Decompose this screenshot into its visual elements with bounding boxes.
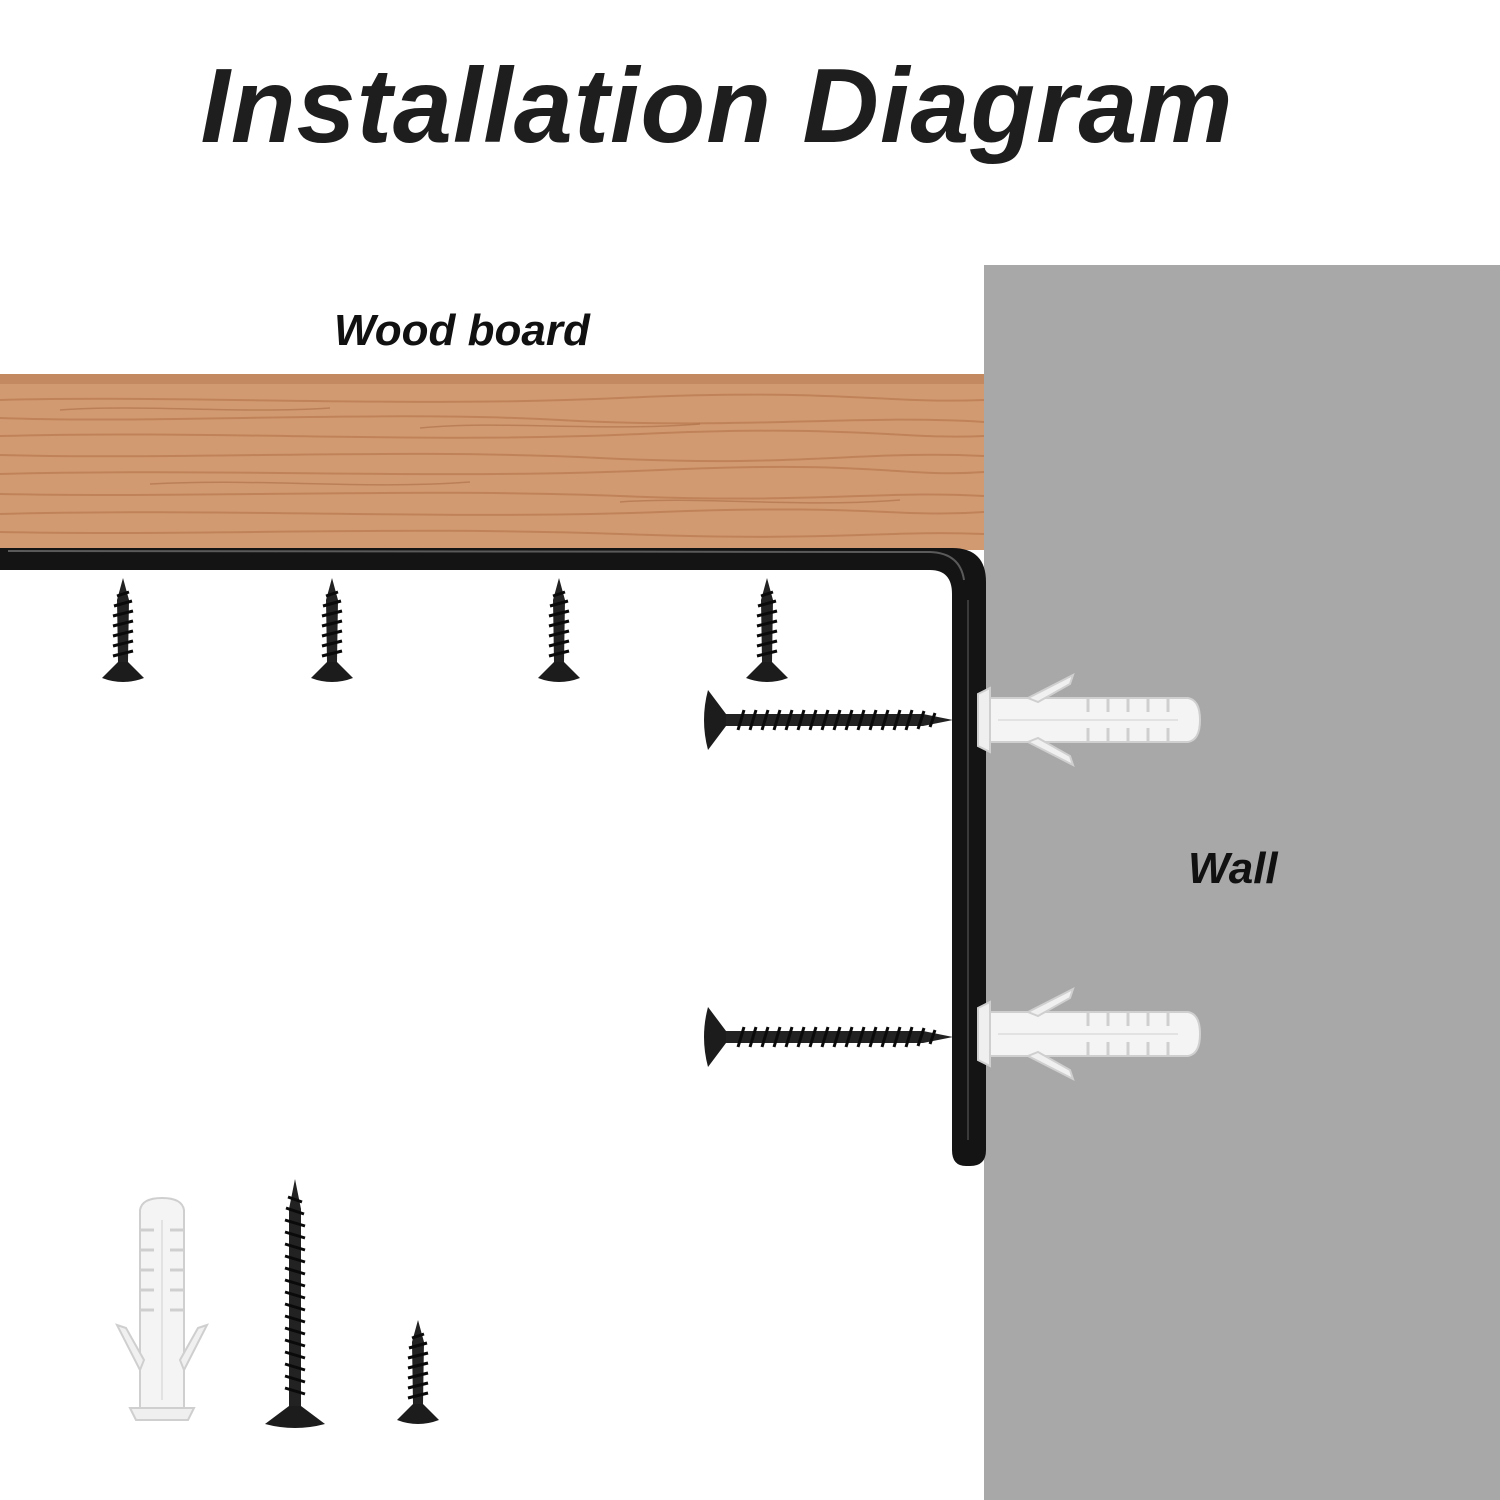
wall-screws [702,688,955,1069]
diagram-title: Installation Diagram [200,47,1234,165]
spare-parts [115,1177,441,1430]
l-bracket [0,548,986,1166]
wall [984,265,1500,1500]
board-screws [100,576,790,684]
wood-board-label: Wood board [334,306,590,355]
wood-board [0,374,985,550]
wall-label: Wall [1188,844,1278,893]
